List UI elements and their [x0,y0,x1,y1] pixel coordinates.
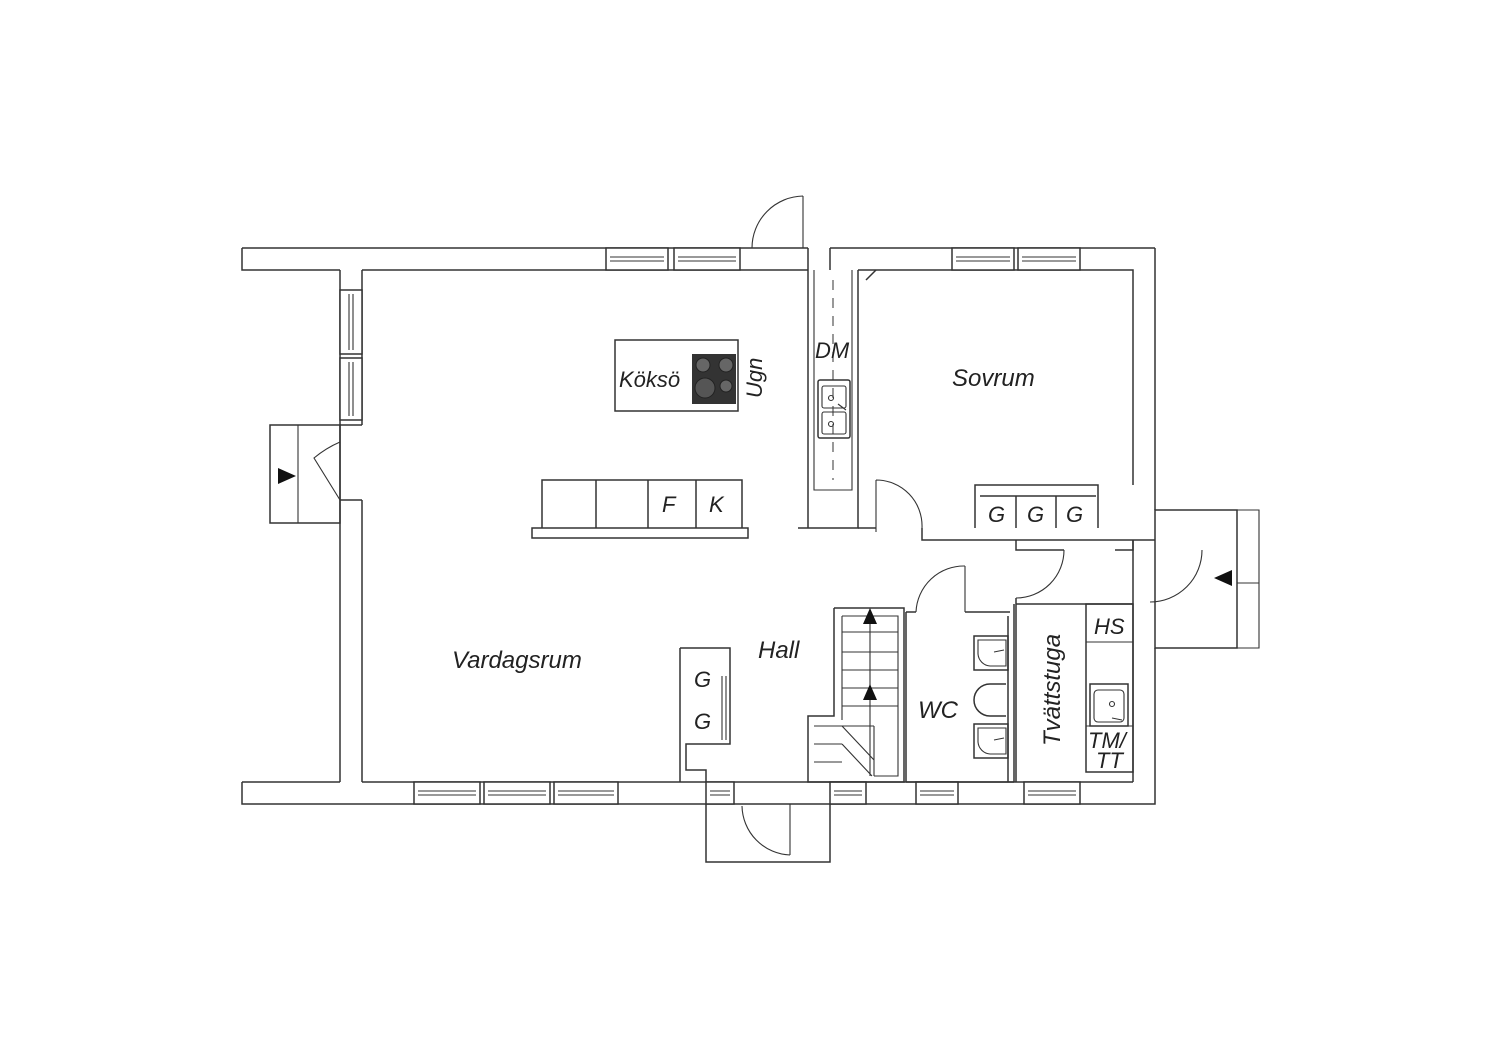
washer-label: TM/ [1088,728,1128,753]
stairs-up-arrow-icon-2 [863,684,877,700]
stairs-up-arrow-icon [863,608,877,624]
fridge-label: F [662,492,677,517]
hall-wardrobe-label-2: G [694,709,711,734]
bedroom-wardrobes [974,484,1099,528]
drying-cabinet-label: HS [1094,614,1125,639]
oven-label: Ugn [742,358,767,398]
wardrobe-label-3: G [1066,502,1083,527]
kitchen-sink-icon [817,379,851,439]
windows [339,247,1081,805]
room-label-living: Vardagsrum [452,647,582,674]
wc-basin-icon [973,635,1009,671]
freezer-label: K [709,492,725,517]
dryer-label: TT [1096,748,1124,773]
dishwasher-label: DM [815,338,850,363]
room-label-hall: Hall [758,637,800,664]
toilet-icon [973,683,1006,717]
wardrobe-label-1: G [988,502,1005,527]
kitchen-island-label: Köksö [619,367,680,392]
room-label-bedroom: Sovrum [952,365,1035,392]
room-label-laundry: Tvättstuga [1039,634,1066,746]
kitchen [531,270,853,539]
staircase [807,607,905,783]
wc-fixtures [973,635,1009,759]
laundry-fixtures [1085,603,1134,773]
entrance-arrow-west-icon [278,468,296,484]
wc-basin-icon-2 [973,723,1009,759]
entrance-arrow-east-icon [1214,570,1232,586]
room-label-wc: WC [918,697,959,724]
interior-walls [679,269,1134,783]
wardrobe-label-2: G [1027,502,1044,527]
doors [269,195,1260,863]
hall-wardrobe-label-1: G [694,667,711,692]
